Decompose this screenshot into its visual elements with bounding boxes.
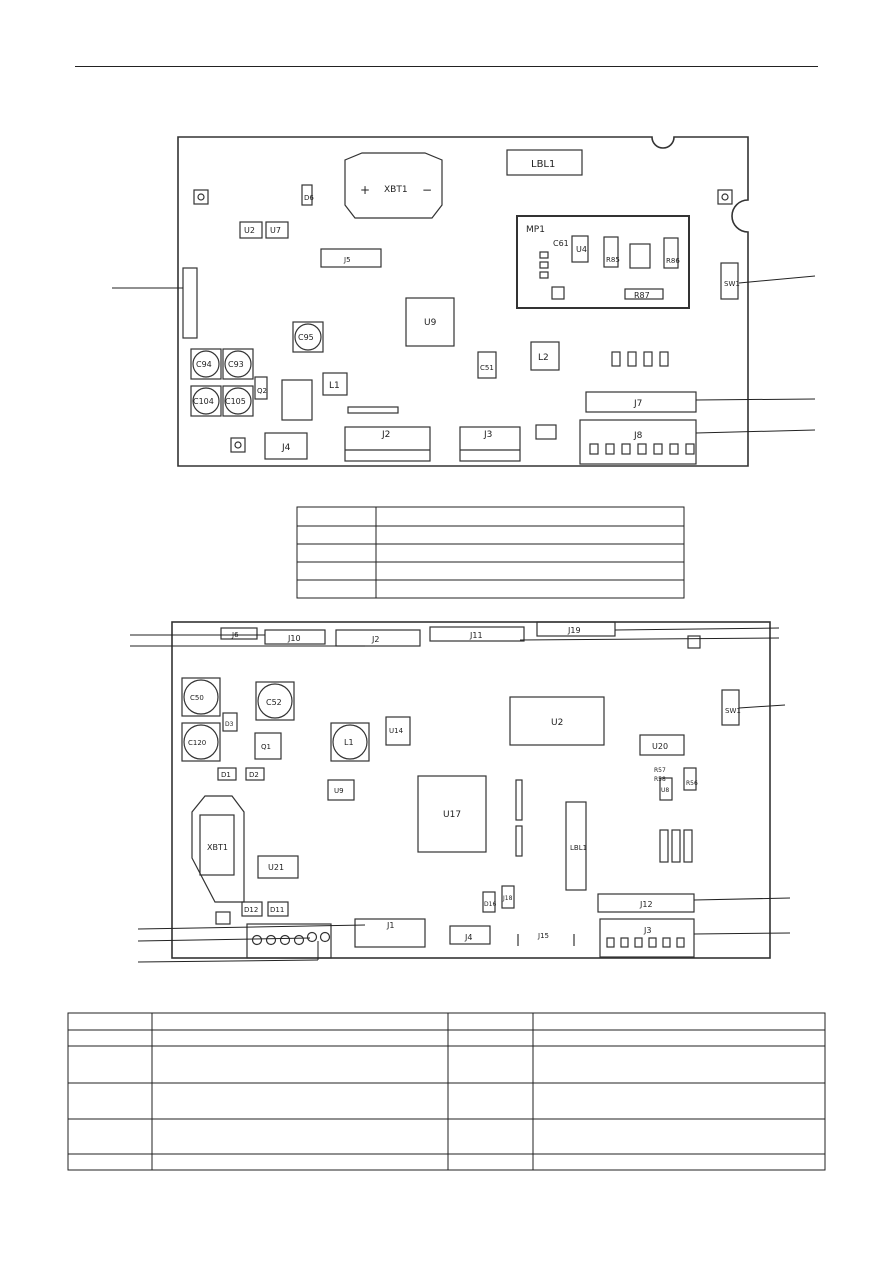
- bottom-u21-label: U21: [268, 863, 284, 872]
- bottom-j18-label: J18: [502, 895, 513, 902]
- bottom-j3-label: J3: [643, 926, 651, 935]
- top-u7-label: U7: [270, 226, 281, 235]
- top-u2-label: U2: [244, 226, 255, 235]
- top-j3-label: J3: [483, 430, 492, 440]
- top-sw-label: SW1: [724, 280, 740, 288]
- top-j5-label: J5: [343, 256, 351, 264]
- top-mp1-label: MP1: [526, 225, 545, 235]
- bottom-c50-label: C50: [190, 694, 204, 702]
- top-r85-label: R85: [606, 256, 620, 264]
- bottom-board-labels: J6 J10 J2 J11 J19 C52 C50 C120 U14 U2 U2…: [188, 626, 741, 942]
- bottom-u2-label: U2: [551, 718, 563, 728]
- bottom-u20-label: U20: [652, 742, 668, 751]
- bottom-j4-label: J4: [464, 933, 472, 942]
- bottom-l1-label: L1: [344, 738, 354, 747]
- top-q2-label: Q2: [257, 387, 267, 395]
- top-u4-label: U4: [576, 245, 587, 254]
- top-j8-label: J8: [633, 431, 643, 441]
- bottom-c52-label: C52: [266, 698, 282, 707]
- top-c105-label: C105: [225, 397, 246, 406]
- top-l2-label: L2: [538, 353, 549, 363]
- bottom-u17-label: U17: [443, 810, 461, 820]
- bottom-j2-label: J2: [371, 635, 379, 644]
- bottom-d2-label: D2: [249, 771, 259, 779]
- top-lbl1-label: LBL1: [531, 159, 555, 170]
- bottom-j11-label: J11: [469, 631, 483, 640]
- bottom-j19-label: J19: [567, 626, 581, 635]
- bottom-table: [67, 1012, 826, 1171]
- header-rule: [75, 66, 818, 67]
- bottom-j1-label: J1: [386, 921, 394, 930]
- bottom-callouts: [130, 627, 791, 963]
- bottom-d3-label: D3: [225, 721, 234, 728]
- top-u9-label: U9: [424, 318, 437, 328]
- bottom-lbl1-label: LBL1: [570, 844, 587, 852]
- top-j4-label: J4: [281, 443, 291, 453]
- bottom-j10-label: J10: [287, 634, 301, 643]
- top-j7-label: J7: [633, 399, 642, 409]
- bottom-d11-label: D11: [270, 906, 284, 914]
- bottom-q1-label: Q1: [261, 743, 271, 751]
- top-xbt1-label: XBT1: [384, 185, 408, 195]
- bottom-u14-label: U14: [389, 727, 404, 735]
- top-d6-label: D6: [304, 194, 314, 202]
- middle-table: [296, 506, 685, 599]
- bottom-d16-label: D16: [484, 901, 496, 908]
- top-c95-label: C95: [298, 333, 314, 342]
- top-r86-label: R86: [666, 257, 680, 265]
- bottom-sw-label: SW1: [725, 707, 741, 715]
- top-c51-label: C51: [480, 364, 494, 372]
- top-xbt1-plus: +: [360, 183, 370, 197]
- bottom-d12-label: D12: [244, 906, 258, 914]
- top-c93-label: C93: [228, 360, 244, 369]
- bottom-xbt1-label: XBT1: [207, 843, 228, 852]
- bottom-board: [171, 621, 771, 959]
- bottom-r57-label: R57: [654, 767, 666, 774]
- top-board-labels: LBL1 XBT1 + − MP1 C61 U4 R85 R86 R87 U2 …: [193, 159, 740, 453]
- top-board: [177, 136, 749, 467]
- bottom-r58-label: R58: [654, 776, 666, 783]
- bottom-d1-label: D1: [221, 771, 231, 779]
- top-c104-label: C104: [193, 397, 214, 406]
- top-xbt1-minus: −: [422, 183, 432, 197]
- bottom-j15-label: J15: [537, 932, 549, 940]
- top-c61-label: C61: [553, 239, 569, 248]
- bottom-u8-label: U8: [661, 787, 669, 794]
- bottom-j12-label: J12: [639, 900, 653, 909]
- bottom-c120-label: C120: [188, 739, 206, 747]
- top-r87-label: R87: [634, 291, 650, 300]
- bottom-u9-label: U9: [334, 787, 344, 795]
- top-callouts: [112, 275, 816, 434]
- top-j2-label: J2: [381, 430, 390, 440]
- top-c94-label: C94: [196, 360, 212, 369]
- bottom-r56-label: R56: [686, 780, 698, 787]
- top-l1-label: L1: [329, 381, 340, 391]
